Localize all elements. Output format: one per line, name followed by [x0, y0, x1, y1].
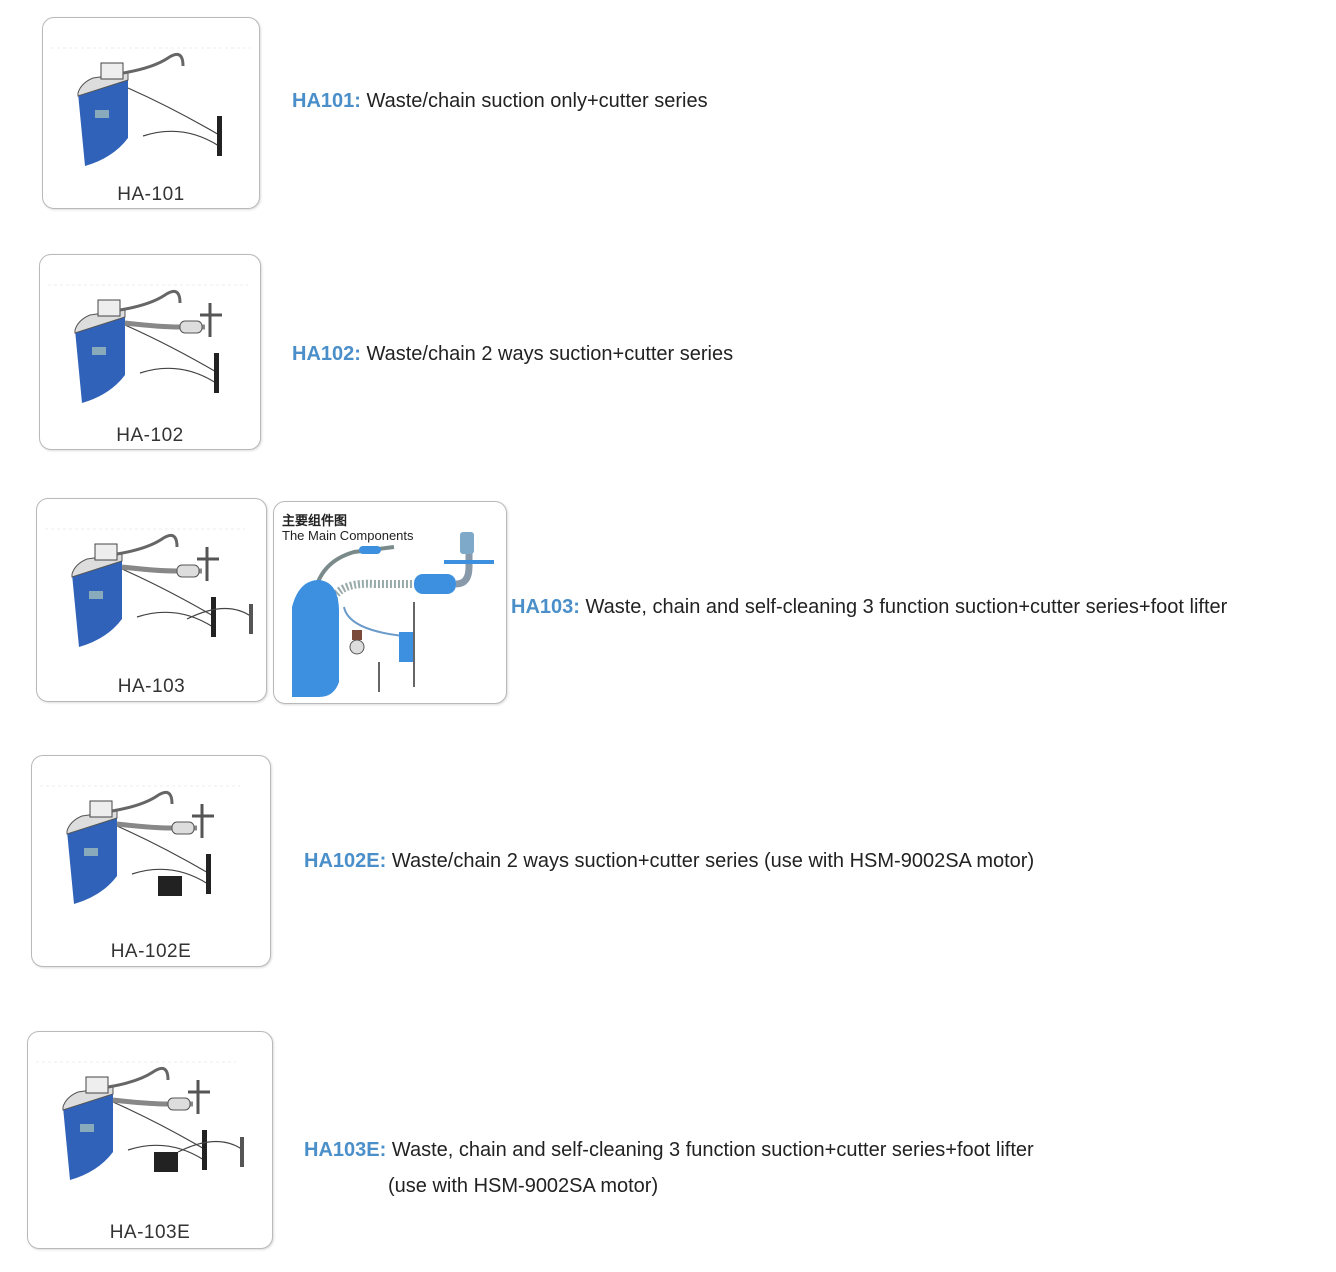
product-code: HA102: — [292, 343, 361, 365]
image-label: HA-103E — [109, 1222, 191, 1243]
product-image-card-ha101: HA-101 — [42, 17, 260, 209]
suction-device-illustration — [51, 47, 251, 166]
description-text: Waste/chain suction only+cutter series — [366, 90, 708, 112]
suction-device-illustration — [36, 1061, 244, 1180]
description-text: Waste/chain 2 ways suction+cutter series — [366, 343, 734, 365]
product-image-card-ha103e: HA-103E — [27, 1031, 273, 1249]
product-code: HA101: — [292, 90, 361, 112]
image-label: HA-102 — [116, 425, 184, 446]
product-image-card-ha102: HA-102 — [39, 254, 261, 450]
description-text: Waste/chain 2 ways suction+cutter series… — [391, 850, 1035, 872]
product-description-ha102: HA102: Waste/chain 2 ways suction+cutter… — [292, 343, 733, 366]
product-description-ha103e-line2: (use with HSM-9002SA motor) — [388, 1175, 659, 1197]
description-text: Waste, chain and self-cleaning 3 functio… — [585, 596, 1228, 618]
components-title-cn: 主要组件图 — [282, 513, 348, 528]
product-description-ha103: HA103: Waste, chain and self-cleaning 3 … — [511, 596, 1227, 619]
suction-device-illustration — [40, 785, 240, 904]
product-description-ha103e: HA103E: Waste, chain and self-cleaning 3… — [304, 1139, 1034, 1162]
image-label: HA-102E — [110, 941, 192, 962]
product-code: HA102E: — [304, 850, 387, 872]
main-components-card: 主要组件图 The Main Components — [273, 501, 507, 704]
suction-device-illustration — [48, 284, 248, 403]
product-image-card-ha102e: HA-102E — [31, 755, 271, 967]
main-components-illustration — [292, 532, 494, 697]
product-description-ha102e: HA102E: Waste/chain 2 ways suction+cutte… — [304, 850, 1034, 873]
suction-device-illustration — [45, 528, 253, 647]
image-label: HA-103 — [117, 676, 186, 697]
product-code: HA103E: — [304, 1139, 387, 1161]
product-description-ha101: HA101: Waste/chain suction only+cutter s… — [292, 90, 708, 113]
description-text: Waste, chain and self-cleaning 3 functio… — [391, 1139, 1034, 1161]
image-label: HA-101 — [117, 184, 185, 205]
product-image-card-ha103: HA-103 — [36, 498, 267, 702]
product-code: HA103: — [511, 596, 580, 618]
components-title-en: The Main Components — [282, 528, 414, 543]
